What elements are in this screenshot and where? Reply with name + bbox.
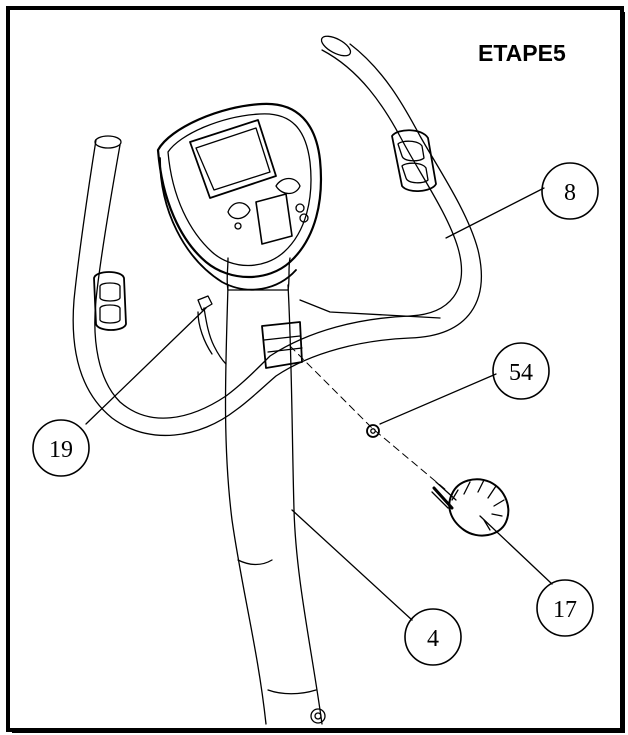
leader-4 — [291, 509, 413, 621]
washer — [366, 424, 380, 438]
callout-circle-19 — [32, 419, 90, 477]
leader-19 — [85, 307, 207, 425]
callout-label-19: 19 — [49, 437, 73, 463]
console — [156, 102, 323, 291]
callout-label-4: 4 — [427, 626, 439, 652]
callout-circle-4 — [404, 608, 462, 666]
callout-circle-8 — [541, 162, 599, 220]
callout-label-8: 8 — [564, 180, 576, 206]
leader-8 — [445, 187, 545, 239]
assembly-line — [289, 345, 447, 491]
leader-17 — [479, 515, 553, 585]
diagram-frame — [6, 6, 624, 732]
leader-54 — [379, 373, 497, 425]
handlebar — [72, 35, 482, 437]
step-title: ETAPE5 — [478, 40, 566, 66]
sensor-wire — [197, 295, 227, 365]
callout-circle-17 — [536, 579, 594, 637]
callout-label-54: 54 — [509, 360, 533, 386]
knob — [431, 478, 510, 537]
callout-label-17: 17 — [553, 597, 577, 623]
upright-post — [224, 284, 326, 725]
callout-circle-54 — [492, 342, 550, 400]
